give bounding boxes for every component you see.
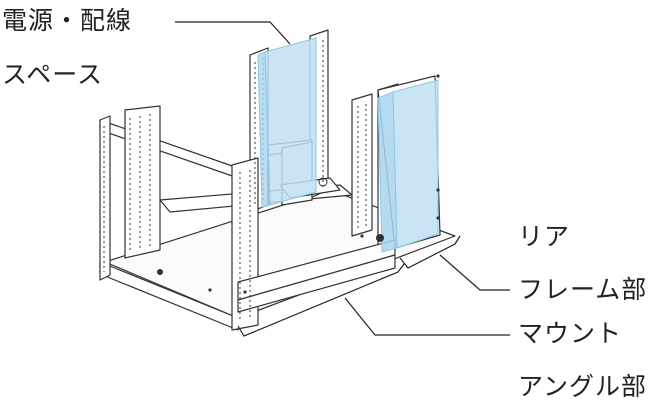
mount-angle-label-line1: マウント	[518, 319, 623, 348]
left-front-post	[124, 105, 161, 259]
power-space-label-line2: スペース	[2, 60, 104, 89]
rear-frame-label-line1: リア	[518, 222, 571, 251]
power-space-highlight-edge	[257, 51, 271, 208]
mount-angle-label-line2: アングル部	[518, 372, 648, 401]
right-rear-post-left	[351, 93, 373, 237]
rear-frame-label-line2: フレーム部	[518, 275, 648, 304]
rear-frame-bracket	[399, 235, 461, 269]
rear-frame-leader	[439, 254, 510, 291]
rear-frame-highlight-face	[392, 79, 439, 249]
power-space-highlight	[264, 37, 317, 206]
panel-fasteners	[157, 74, 440, 294]
power-space-label-line1: 電源・配線	[2, 6, 133, 35]
mount-angle-rail-lower	[237, 254, 396, 313]
mount-angle-leader	[344, 297, 510, 336]
left-side-rail-top	[99, 119, 239, 179]
left-rear-post	[99, 115, 111, 281]
mount-angle-bracket	[237, 263, 405, 337]
power-space-leader	[175, 21, 291, 45]
